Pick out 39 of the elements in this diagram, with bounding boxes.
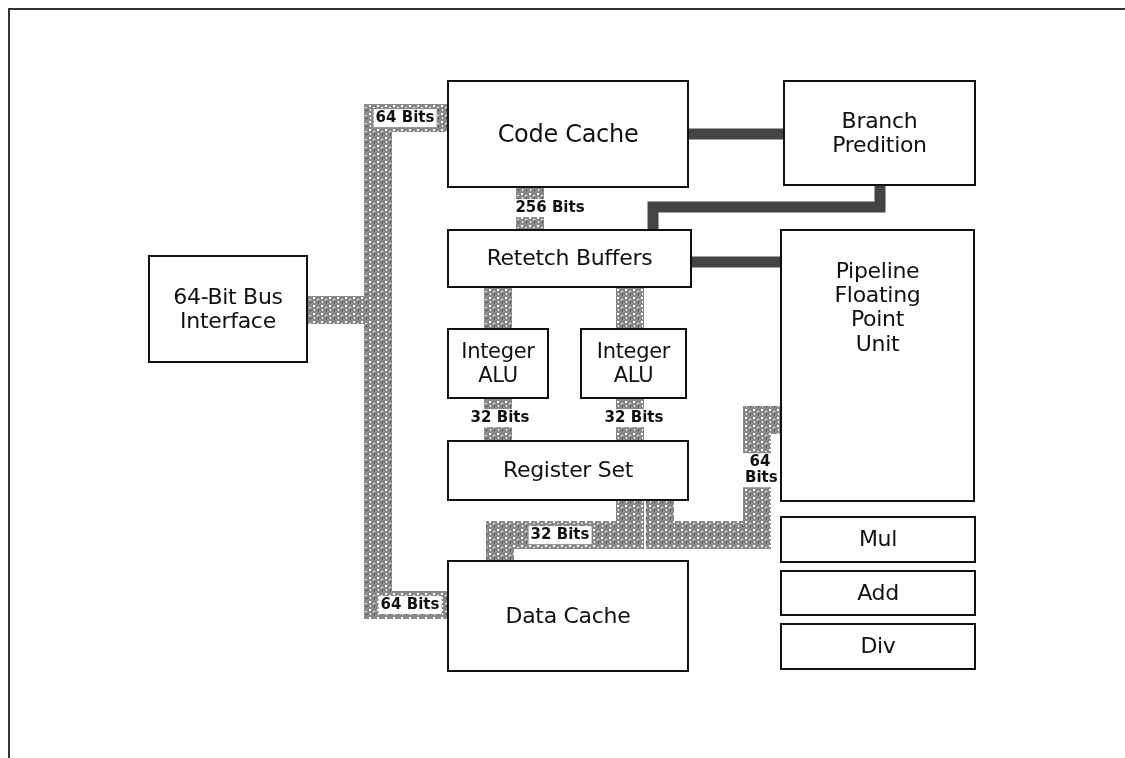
block-box bbox=[447, 440, 689, 501]
block-box bbox=[447, 560, 689, 672]
edge-label: 64 Bits bbox=[743, 453, 777, 487]
edge-label: 64 Bits bbox=[378, 596, 442, 614]
connector-line bbox=[692, 256, 780, 268]
block-label: Branch Predition bbox=[831, 108, 928, 158]
block-box bbox=[148, 255, 308, 363]
block-label: Div bbox=[860, 634, 896, 659]
edge-label: 256 Bits bbox=[513, 199, 587, 217]
edge-label: 32 Bits bbox=[602, 409, 666, 427]
block-box bbox=[780, 516, 976, 563]
block-label: Data Cache bbox=[505, 603, 631, 629]
block-box bbox=[780, 570, 976, 616]
block-label: Integer ALU bbox=[595, 340, 672, 387]
edge-label: 64 Bits bbox=[373, 109, 437, 127]
bus-band bbox=[616, 288, 644, 328]
bus-band bbox=[486, 501, 644, 560]
block-label: Integer ALU bbox=[460, 340, 536, 387]
bus-band bbox=[484, 288, 512, 328]
connector-line bbox=[647, 186, 886, 229]
connector-line bbox=[689, 128, 783, 140]
edge-label: 32 Bits bbox=[468, 409, 532, 427]
bus-band bbox=[516, 188, 544, 229]
block-box bbox=[447, 229, 692, 288]
block-label: Pipeline Floating Point Unit bbox=[833, 259, 922, 356]
block-label: Mul bbox=[858, 527, 898, 552]
block-label: 64-Bit Bus Interface bbox=[172, 284, 284, 334]
block-box bbox=[580, 328, 687, 399]
bus-band bbox=[484, 399, 512, 440]
block-box bbox=[447, 328, 549, 399]
block-box bbox=[780, 229, 975, 502]
block-box bbox=[447, 80, 689, 188]
edge-label: 32 Bits bbox=[528, 526, 592, 544]
block-label: Retetch Buffers bbox=[486, 246, 653, 271]
block-box bbox=[780, 623, 976, 670]
block-box bbox=[783, 80, 976, 186]
block-label: Add bbox=[857, 580, 899, 606]
block-label: Register Set bbox=[502, 458, 634, 483]
block-label: Code Cache bbox=[497, 120, 639, 148]
